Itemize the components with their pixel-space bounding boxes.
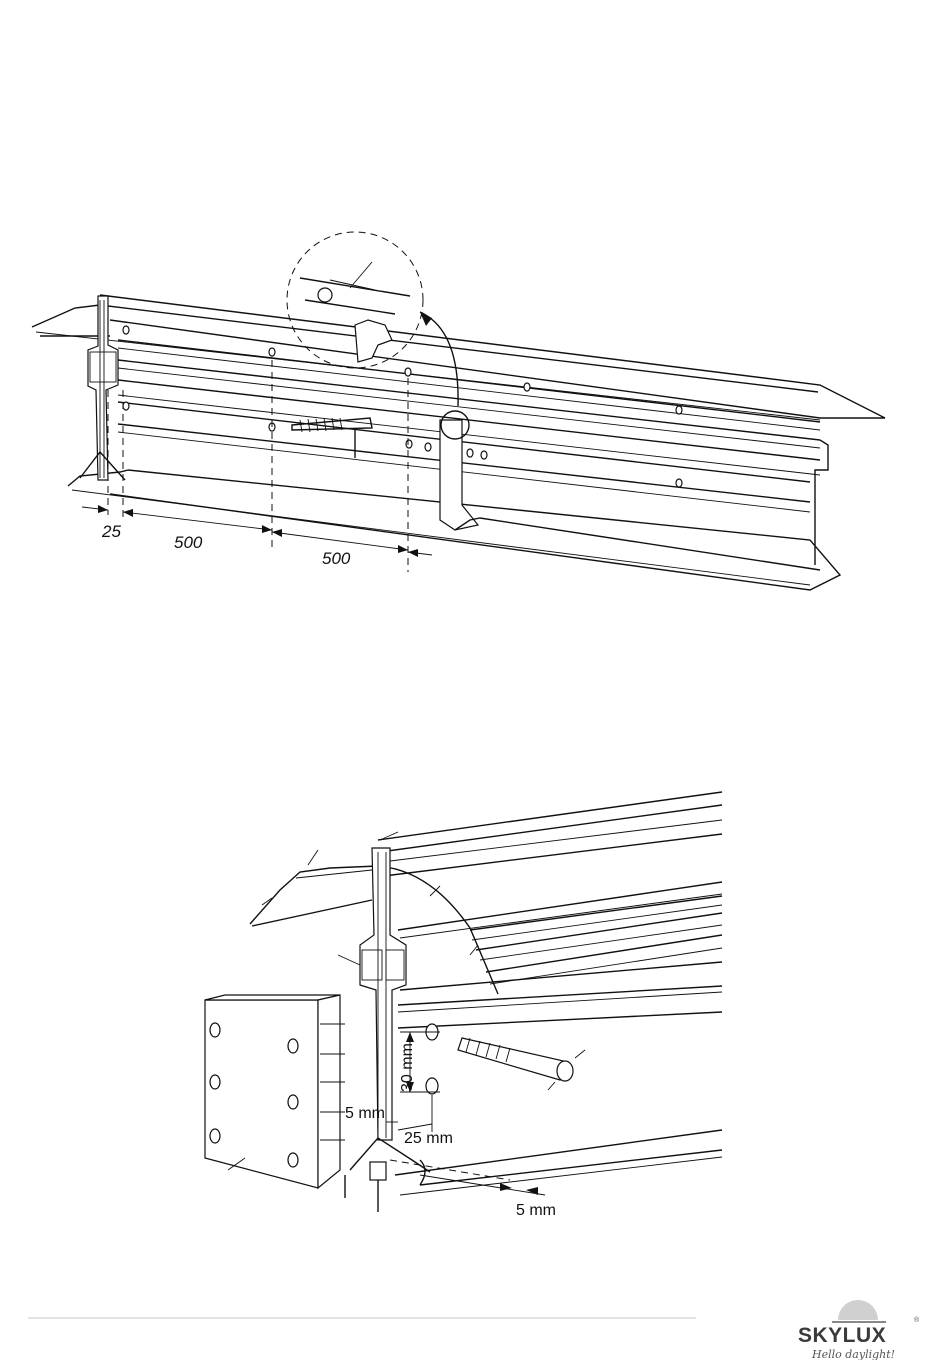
top-figure-profile-assembly: 25 500 500: [32, 232, 885, 590]
dimension-25mm: 25 mm: [404, 1130, 453, 1147]
brand-name: SKYLUX: [798, 1324, 886, 1347]
screw: [292, 418, 372, 458]
detail-magnifier: [287, 232, 458, 406]
dimension-5mm-lower: 5 mm: [516, 1202, 556, 1219]
dimension-500-first: 500: [174, 533, 203, 552]
dimension-25: 25: [101, 522, 121, 541]
dimension-30mm: 30 mm: [399, 1043, 416, 1092]
brand-tagline: Hello daylight!: [811, 1348, 895, 1360]
sun-horizon-icon: [832, 1300, 886, 1322]
dimension-500-second: 500: [322, 549, 351, 568]
brand-logo: SKYLUX ® Hello daylight!: [798, 1300, 920, 1360]
dimension-5mm-upper: 5 mm: [345, 1105, 385, 1122]
mounting-bracket: [205, 995, 345, 1188]
registered-mark: ®: [914, 1316, 920, 1324]
screw-large: [458, 1038, 585, 1090]
bottom-figure-detail-view: 30 mm 5 mm 25 mm 5 mm: [205, 792, 722, 1219]
